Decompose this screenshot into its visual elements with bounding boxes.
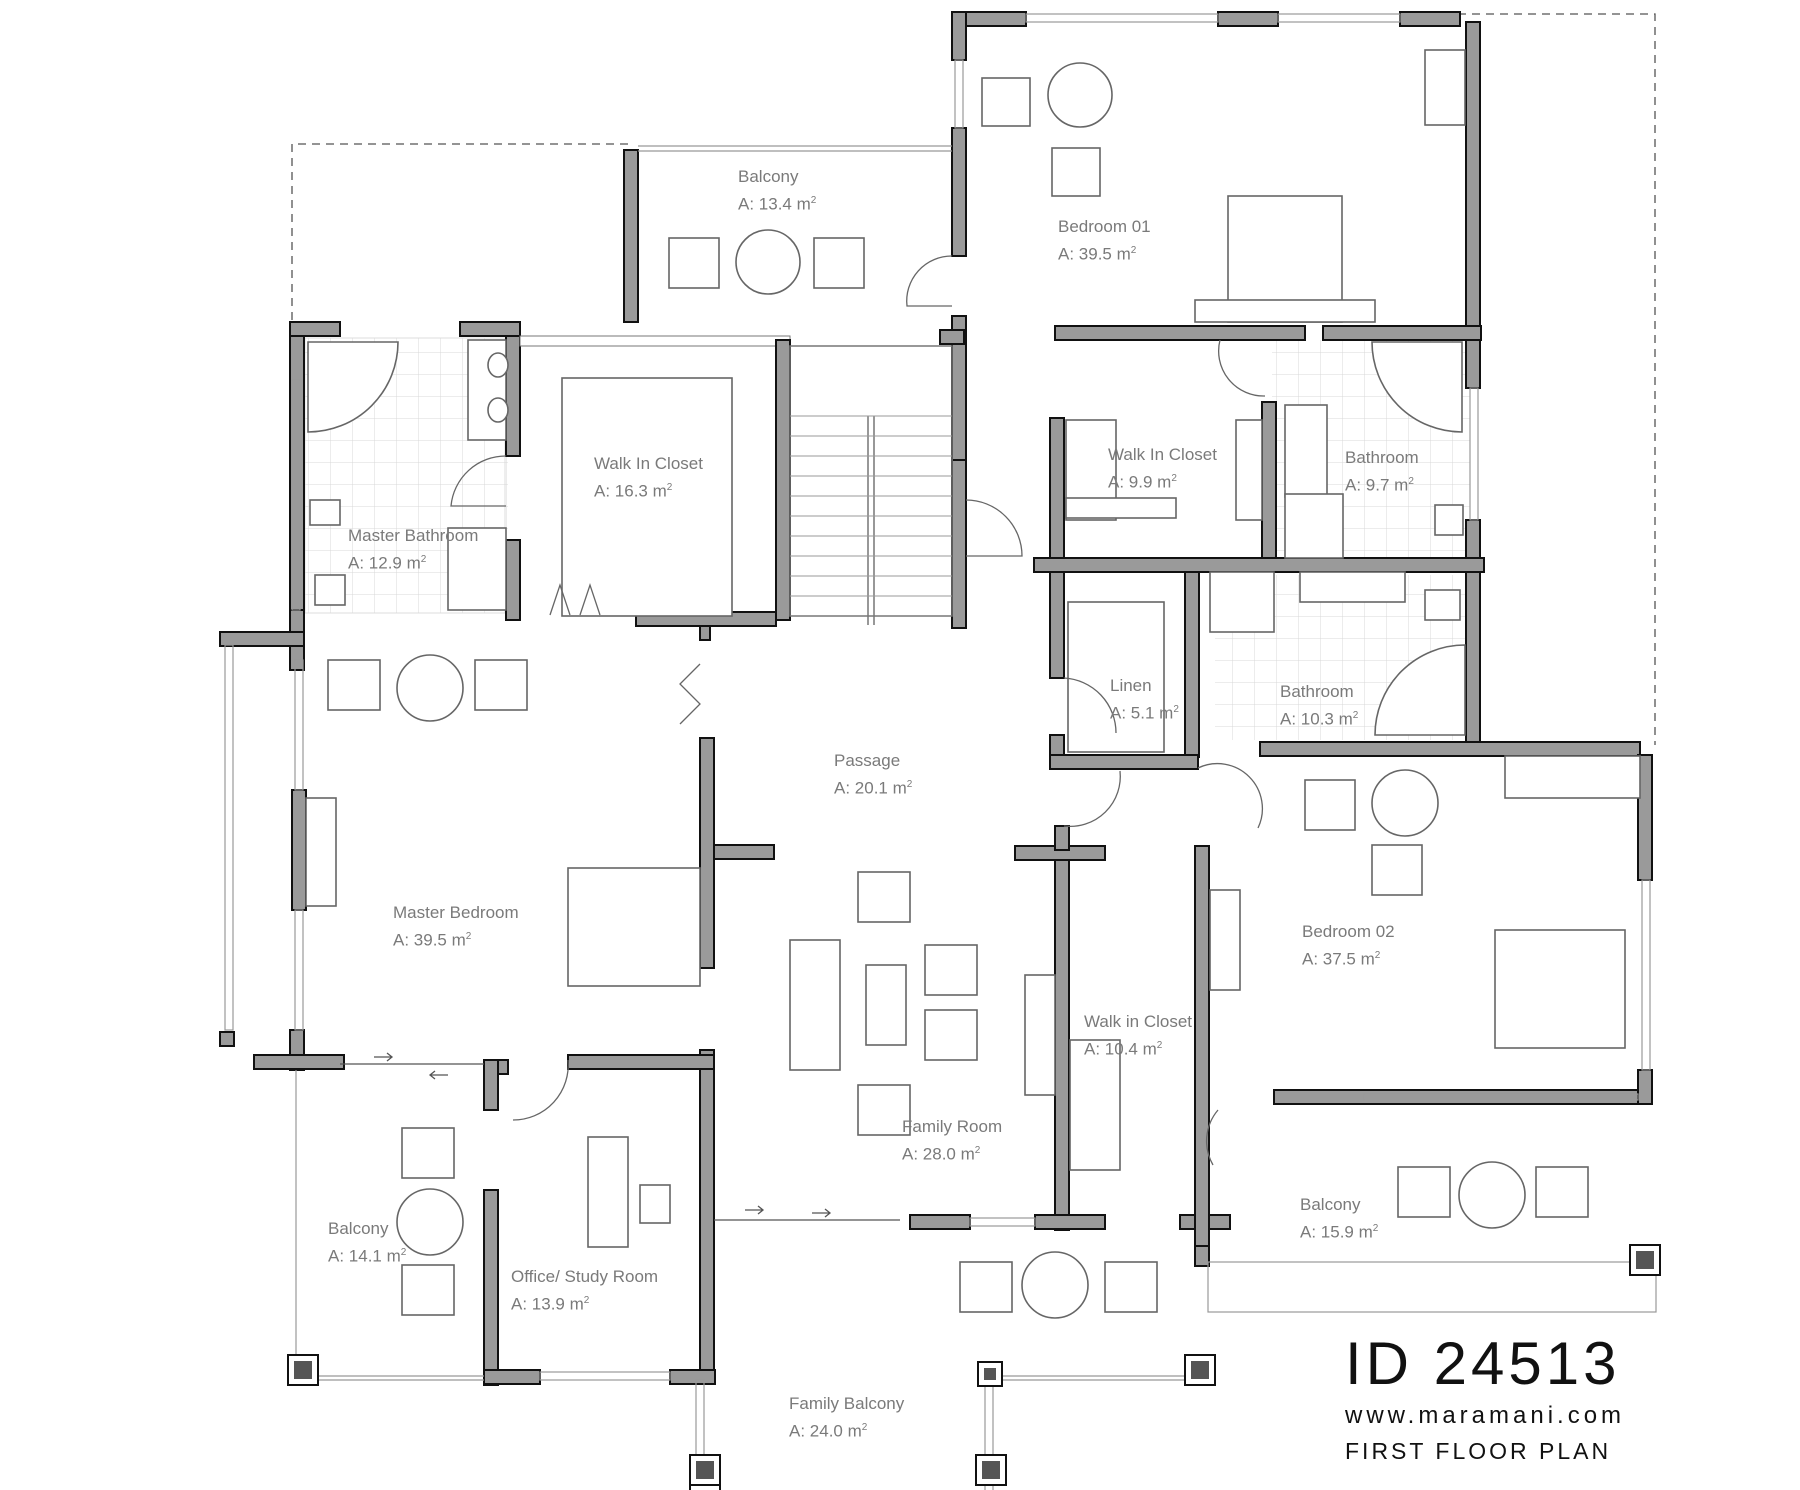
room-label-balcony-top: Balcony A: 13.4 m2 bbox=[738, 167, 817, 214]
room-label-linen: Linen A: 5.1 m2 bbox=[1110, 676, 1179, 723]
room-label-walk-in-closet-master: Walk In Closet A: 16.3 m2 bbox=[594, 454, 703, 501]
plan-id: ID 24513 bbox=[1345, 1330, 1621, 1397]
room-label-office-study: Office/ Study Room A: 13.9 m2 bbox=[511, 1267, 659, 1314]
room-label-master-bathroom: Master Bathroom A: 12.9 m2 bbox=[348, 526, 479, 573]
roof-outline-lines bbox=[291, 13, 1656, 745]
room-label-bathroom-b2: Bathroom A: 10.3 m2 bbox=[1280, 682, 1359, 729]
website-url: www.maramani.com bbox=[1345, 1402, 1626, 1429]
room-label-balcony-right: Balcony A: 15.9 m2 bbox=[1300, 1195, 1379, 1242]
room-label-passage: Passage A: 20.1 m2 bbox=[834, 751, 913, 798]
columns bbox=[287, 1244, 1661, 1490]
furniture bbox=[305, 49, 1641, 1319]
room-label-master-bedroom: Master Bedroom A: 39.5 m2 bbox=[393, 903, 519, 950]
room-label-family-room: Family Room A: 28.0 m2 bbox=[902, 1117, 1003, 1164]
plan-name: FIRST FLOOR PLAN bbox=[1345, 1438, 1612, 1464]
windows bbox=[224, 13, 1651, 1490]
door-swings bbox=[450, 255, 1266, 1166]
staircase bbox=[789, 345, 953, 625]
walls bbox=[219, 11, 1657, 1386]
sliding-door-arrows bbox=[340, 1052, 900, 1221]
room-label-walk-in-closet-b2: Walk in Closet A: 10.4 m2 bbox=[1084, 1012, 1193, 1059]
room-label-walk-in-closet-b1: Walk In Closet A: 9.9 m2 bbox=[1108, 445, 1217, 492]
room-label-bedroom-02: Bedroom 02 A: 37.5 m2 bbox=[1302, 922, 1395, 969]
room-label-bedroom-01: Bedroom 01 A: 39.5 m2 bbox=[1058, 217, 1151, 264]
room-label-bathroom-b1: Bathroom A: 9.7 m2 bbox=[1345, 448, 1419, 495]
title-block: ID 24513 www.maramani.com FIRST FLOOR PL… bbox=[1345, 1330, 1625, 1468]
room-label-balcony-left: Balcony A: 14.1 m2 bbox=[328, 1219, 407, 1266]
room-label-family-balcony: Family Balcony A: 24.0 m2 bbox=[789, 1394, 905, 1441]
